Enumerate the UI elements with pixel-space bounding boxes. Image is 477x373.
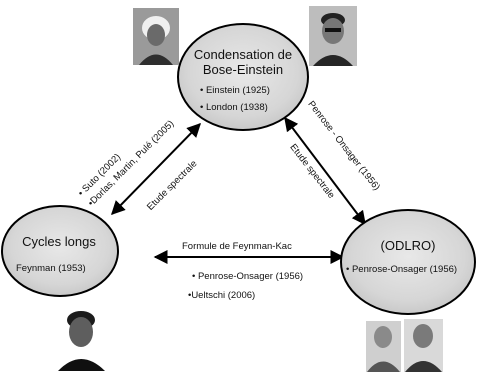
einstein-photo	[133, 8, 179, 65]
node-right-item: • Penrose-Onsager (1956)	[346, 264, 458, 275]
london-photo	[309, 6, 357, 66]
node-left-title: Cycles longs	[22, 234, 96, 249]
node-left-item: Feynman (1953)	[16, 263, 86, 274]
node-top-item: • London (1938)	[200, 102, 268, 113]
node-top-title-line1: Condensation de	[193, 47, 293, 62]
node-top-item: • Einstein (1925)	[200, 85, 270, 96]
node-right-ellipse	[340, 209, 476, 315]
feynman-photo	[56, 303, 107, 371]
node-top-ellipse	[177, 23, 309, 131]
edge-left-right-label: Formule de Feynman-Kac	[182, 241, 292, 252]
edge-left-right-item: • Penrose-Onsager (1956)	[192, 271, 304, 282]
node-top-title-line2: Bose-Einstein	[202, 62, 284, 77]
edge-arrow-left-top	[111, 122, 201, 216]
penrose-photo	[366, 321, 401, 372]
onsager-photo	[404, 319, 443, 372]
edge-left-right-item: •Ueltschi (2006)	[188, 290, 256, 301]
edge-arrow-top-right	[284, 116, 366, 226]
node-left-ellipse	[1, 205, 119, 297]
node-right-title: (ODLRO)	[380, 238, 436, 253]
